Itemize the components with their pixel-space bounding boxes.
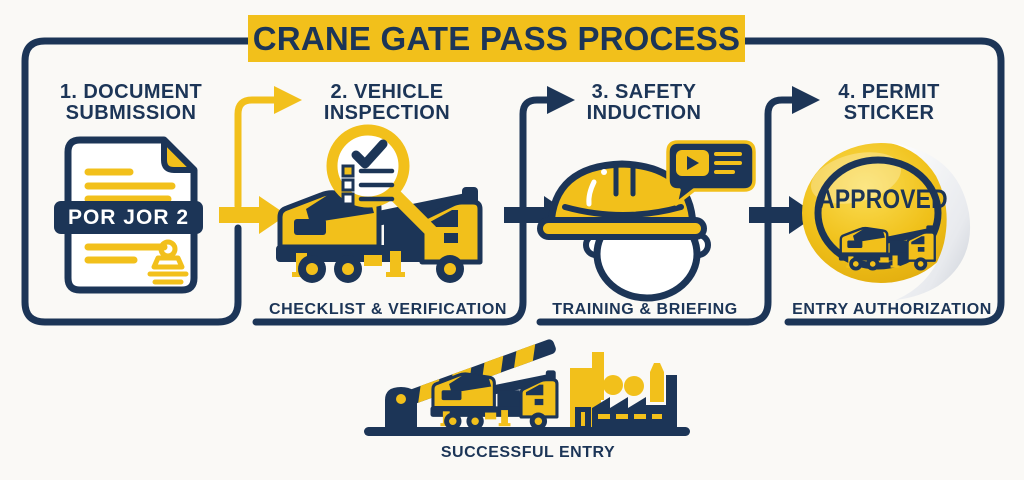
stamp-icon — [147, 239, 189, 285]
step2-caption: CHECKLIST & VERIFICATION — [268, 301, 508, 318]
step4-caption: ENTRY AUTHORIZATION — [792, 301, 992, 318]
document-form-badge: POR JOR 2 — [54, 201, 203, 234]
crane-truck-magnifier-icon — [276, 124, 480, 283]
factory-skyline — [570, 352, 677, 432]
flow-arrow-1-mid — [219, 196, 287, 234]
title-banner: CRANE GATE PASS PROCESS — [248, 15, 745, 62]
step1-title: 1. DOCUMENT SUBMISSION — [59, 81, 203, 124]
hard-hat-icon — [537, 160, 707, 240]
hardhat-worker-video-icon — [537, 140, 756, 302]
approved-label: APPROVED — [818, 184, 948, 215]
video-briefing-icon — [666, 140, 756, 206]
flow-arrow-1-top — [234, 86, 302, 210]
step4-title: 4. PERMIT STICKER — [838, 81, 940, 124]
flow-arrow-2-top — [547, 86, 575, 114]
footer-caption: SUCCESSFUL ENTRY — [440, 444, 616, 461]
step3-title: 3. SAFETY INDUCTION — [586, 81, 702, 124]
ground-line — [364, 427, 690, 436]
magnifier-icon — [326, 124, 438, 238]
page-title: CRANE GATE PASS PROCESS — [252, 19, 741, 57]
gate-crane-factory-icon — [364, 339, 690, 436]
flow-arrow-3-top — [792, 86, 820, 114]
approved-sticker-icon — [802, 143, 971, 300]
step3-caption: TRAINING & BRIEFING — [552, 301, 738, 318]
sticker-peel-corner — [890, 143, 971, 300]
step2-title: 2. VEHICLE INSPECTION — [323, 81, 451, 124]
